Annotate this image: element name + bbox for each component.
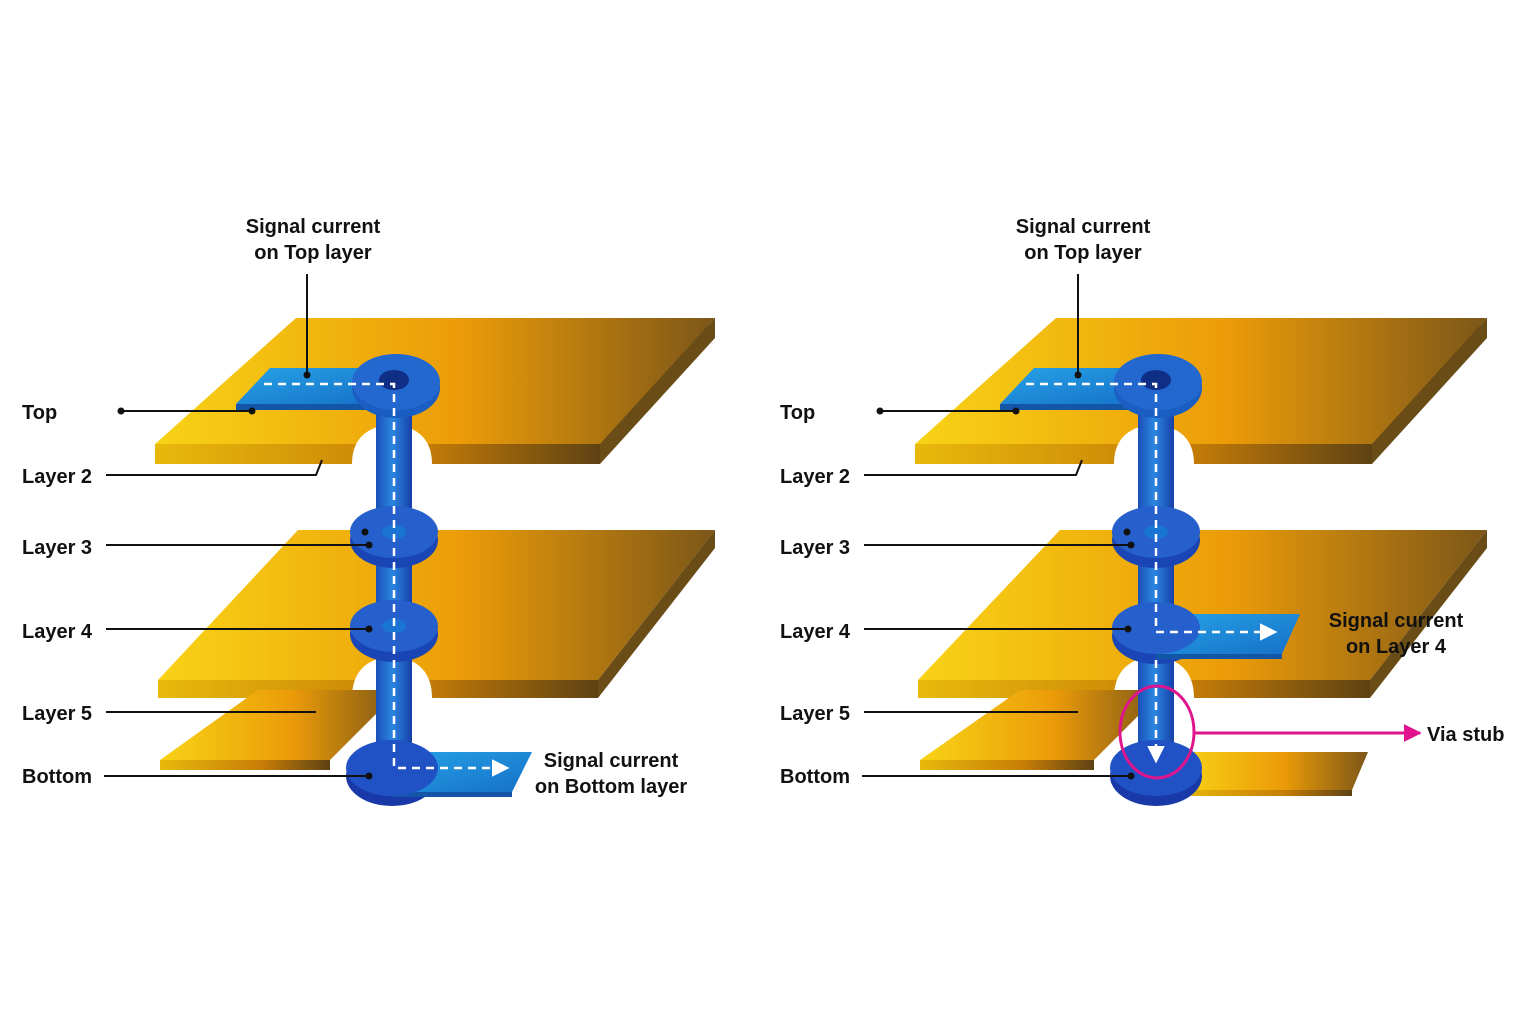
right-layer4-trace bbox=[1112, 602, 1300, 664]
left-current-path bbox=[264, 382, 510, 777]
right-label-bottom: Bottom bbox=[780, 766, 850, 788]
left-callout-top-line1: Signal current bbox=[246, 216, 381, 238]
left-label-top: Top bbox=[22, 402, 57, 424]
left-bottom-plane bbox=[160, 690, 400, 770]
right-bottom-plane bbox=[920, 690, 1368, 796]
via-stub-label: Via stub bbox=[1427, 724, 1504, 746]
right-label-layer4: Layer 4 bbox=[780, 621, 851, 643]
right-callout-layer4-line1: Signal current bbox=[1329, 610, 1464, 632]
left-callout-top-line2: on Top layer bbox=[254, 242, 372, 264]
left-diagram bbox=[155, 318, 715, 806]
right-label-top: Top bbox=[780, 402, 815, 424]
left-label-bottom: Bottom bbox=[22, 766, 92, 788]
right-bottom-pad bbox=[1110, 740, 1202, 806]
left-label-layer3: Layer 3 bbox=[22, 537, 92, 559]
left-bottom-trace bbox=[346, 740, 532, 806]
right-label-layer3: Layer 3 bbox=[780, 537, 850, 559]
left-labels: Signal current on Top layer Top Layer 2 … bbox=[22, 216, 687, 798]
left-callout-bottom-line1: Signal current bbox=[544, 750, 679, 772]
right-labels: Signal current on Top layer Top Layer 2 … bbox=[780, 216, 1504, 788]
right-callout-top-line2: on Top layer bbox=[1024, 242, 1142, 264]
right-callout-layer4-line2: on Layer 4 bbox=[1346, 636, 1447, 658]
right-label-layer2: Layer 2 bbox=[780, 466, 850, 488]
left-label-layer2: Layer 2 bbox=[22, 466, 92, 488]
left-callout-bottom-line2: on Bottom layer bbox=[535, 776, 687, 798]
left-label-layer5: Layer 5 bbox=[22, 703, 92, 725]
right-diagram bbox=[915, 318, 1487, 806]
right-callout-top-line1: Signal current bbox=[1016, 216, 1151, 238]
right-label-layer5: Layer 5 bbox=[780, 703, 850, 725]
left-top-trace bbox=[236, 354, 440, 418]
left-middle-board bbox=[158, 530, 715, 698]
right-current-path bbox=[1026, 382, 1278, 641]
right-top-trace bbox=[1000, 354, 1202, 418]
left-label-layer4: Layer 4 bbox=[22, 621, 93, 643]
